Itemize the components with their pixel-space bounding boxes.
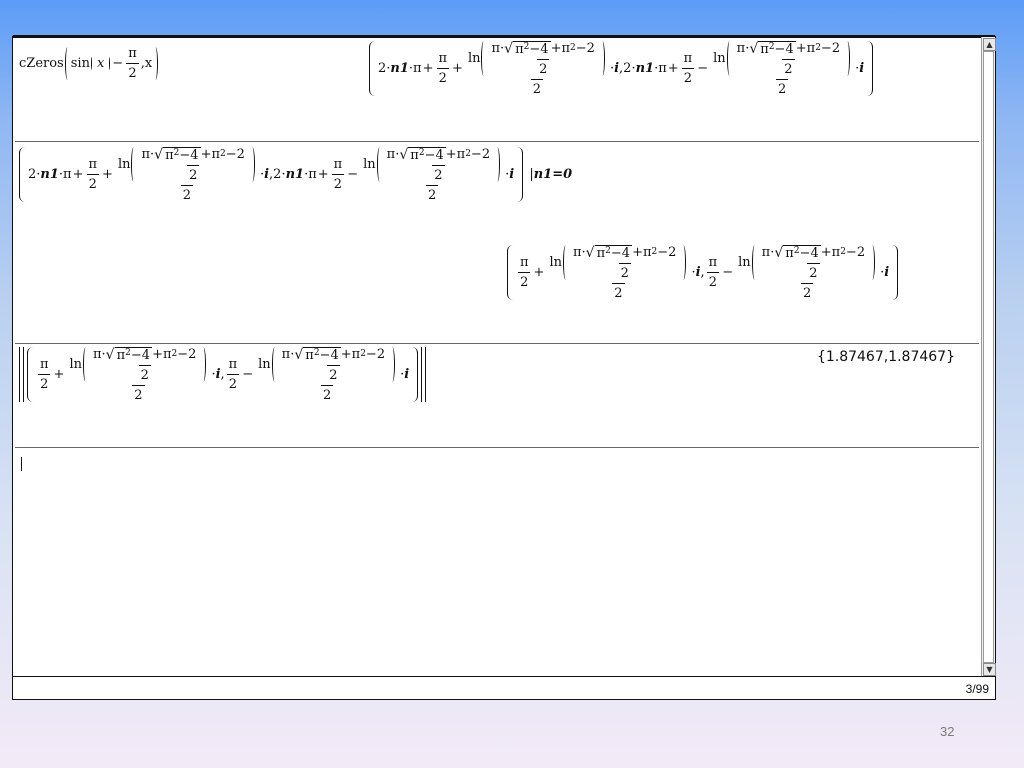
separator-3	[15, 447, 979, 448]
separator-2	[15, 343, 979, 344]
scroll-up-arrow-icon[interactable]: ▲	[983, 38, 996, 51]
page-indicator: 3/99	[965, 682, 989, 696]
command-name: cZeros	[19, 56, 64, 71]
func-name: sin	[70, 56, 90, 71]
entry-3-output[interactable]: {1.87467,1.87467}	[816, 349, 955, 365]
scroll-thumb[interactable]	[983, 51, 994, 663]
scroll-down-arrow-icon[interactable]: ▼	[983, 663, 996, 676]
status-bar: 3/99	[13, 676, 995, 699]
entry-cursor[interactable]	[21, 457, 22, 471]
slide-number: 32	[940, 724, 955, 739]
separator-1	[15, 141, 979, 142]
vertical-scrollbar[interactable]: ▲ ▼	[981, 37, 996, 677]
